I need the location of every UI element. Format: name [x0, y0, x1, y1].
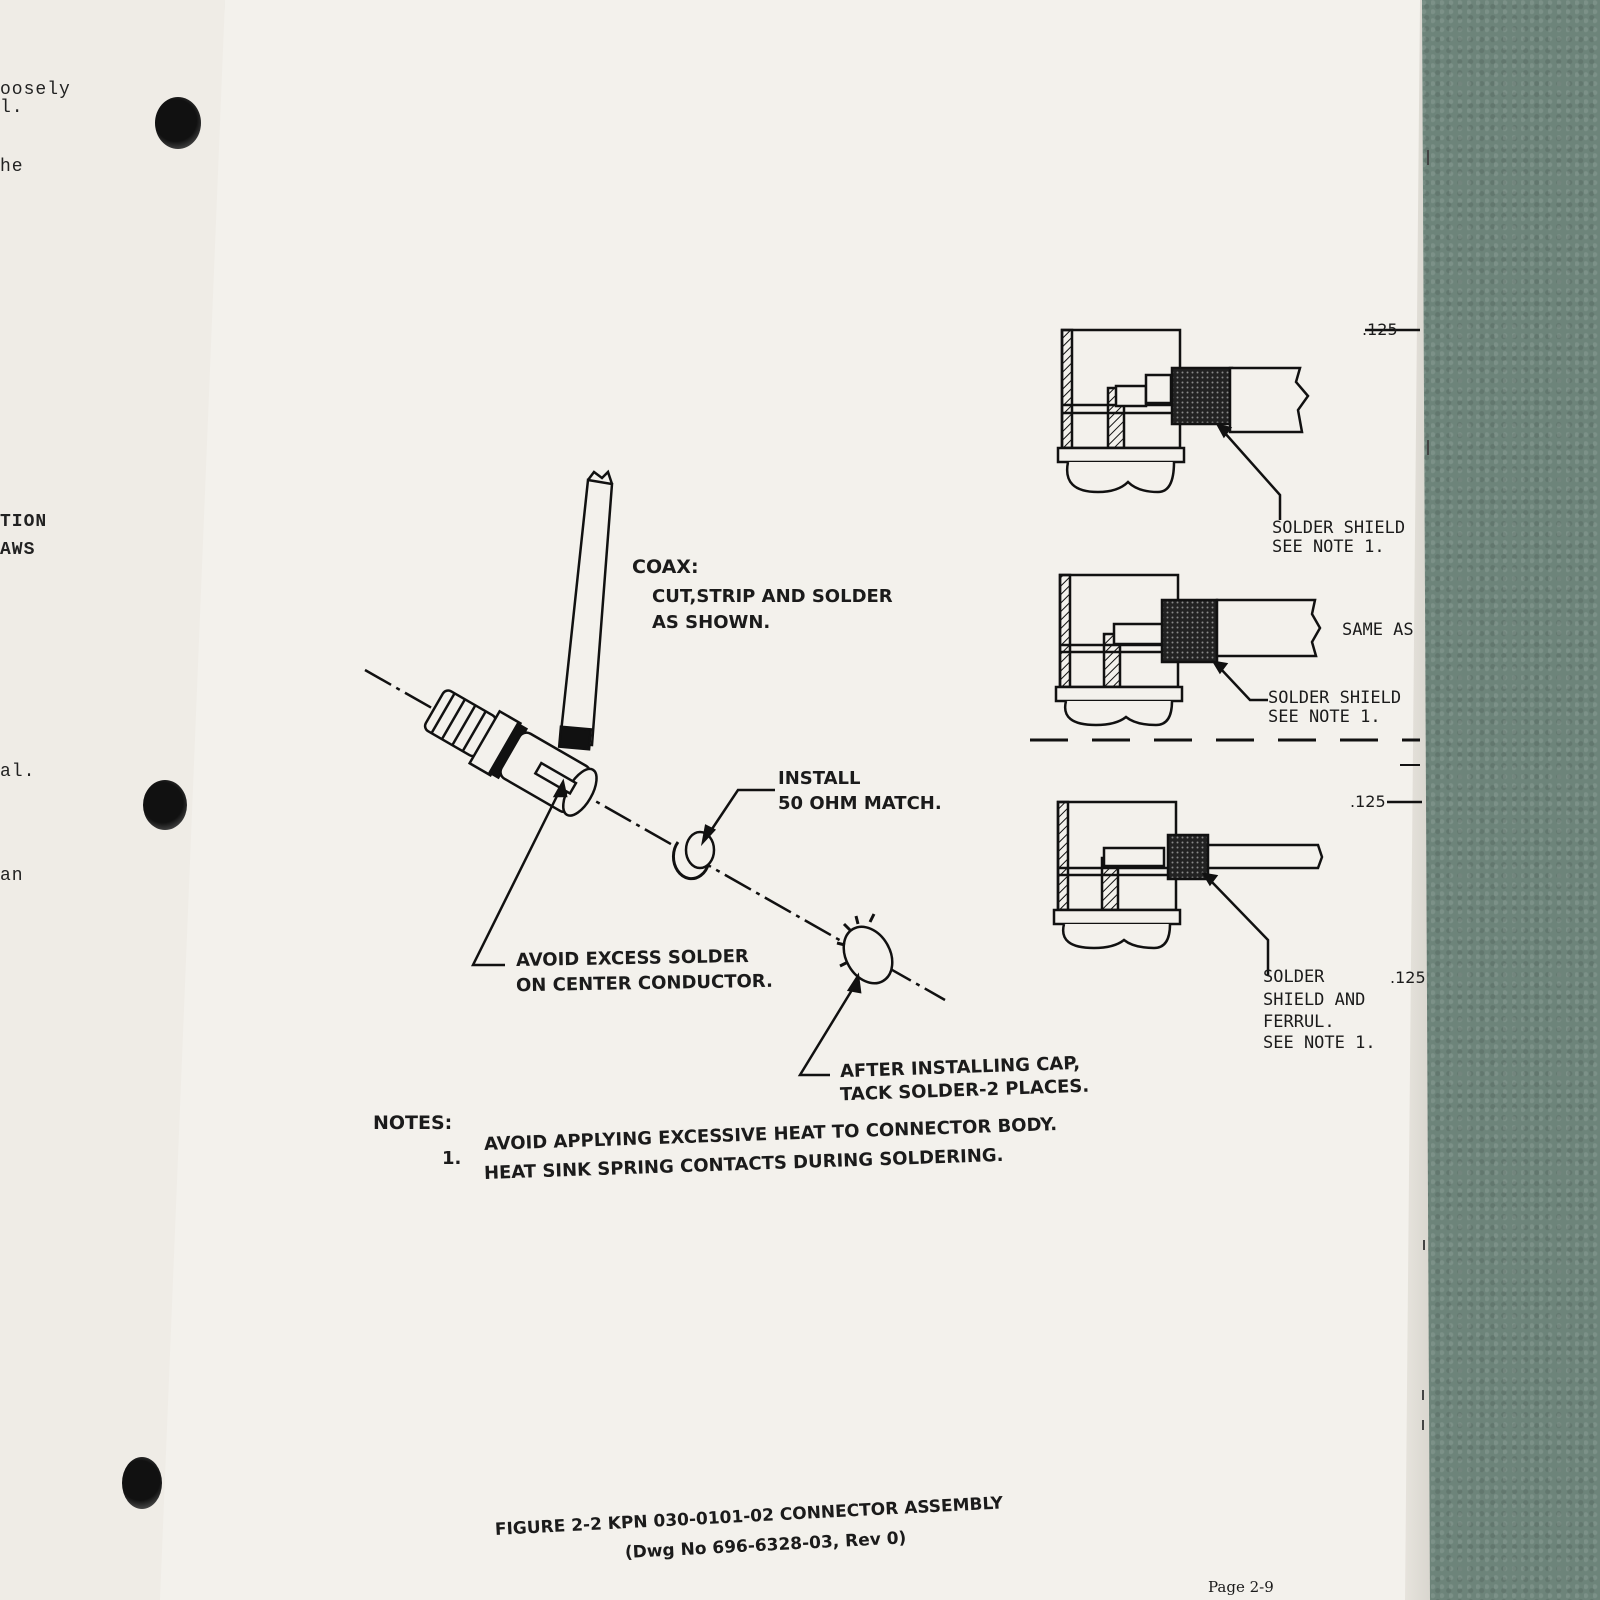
detail-view-middle: [1054, 573, 1322, 727]
dimension-label: .125: [1350, 792, 1386, 811]
install-label-line: 50 OHM MATCH.: [778, 793, 942, 814]
note-number: 1.: [442, 1148, 462, 1169]
install-label-line: INSTALL: [778, 768, 861, 789]
left-text-fragment: TION: [0, 512, 48, 532]
same-as-label: SAME AS: [1342, 620, 1414, 640]
binder-hole: [122, 1457, 162, 1509]
detail-view-bottom: [1052, 800, 1422, 975]
detail-note-line: SEE NOTE 1.: [1272, 537, 1385, 557]
detail-note-line: SOLDER SHIELD: [1272, 518, 1406, 538]
coax-instruction-line: AS SHOWN.: [652, 612, 771, 633]
left-text-fragment: an: [0, 866, 24, 886]
left-text-fragment: l.: [0, 98, 24, 118]
left-text-fragment: he: [0, 157, 24, 177]
coax-title-label: COAX:: [632, 556, 699, 578]
detail-view-top: [1056, 328, 1420, 520]
main-connector-exploded-view: [364, 469, 946, 1077]
left-text-fragment: al.: [0, 762, 36, 782]
left-text-fragment: oosely: [0, 80, 71, 100]
detail-note-line: SOLDER: [1263, 967, 1325, 987]
dimension-label: .125: [1362, 320, 1398, 339]
detail-note-line: SHIELD AND: [1263, 990, 1366, 1010]
detail-note-line: SEE NOTE 1.: [1268, 707, 1381, 727]
dimension-label: .125: [1390, 968, 1426, 987]
page-edge-ticks: [1422, 150, 1429, 1430]
avoid-solder-label-line: AVOID EXCESS SOLDER: [515, 945, 749, 972]
detail-note-line: FERRUL.: [1263, 1012, 1335, 1032]
notes-heading: NOTES:: [373, 1112, 453, 1134]
detail-note-line: SEE NOTE 1.: [1263, 1033, 1376, 1053]
avoid-solder-label-line: ON CENTER CONDUCTOR.: [515, 970, 774, 997]
coax-instruction-line: CUT,STRIP AND SOLDER: [652, 586, 893, 607]
left-text-fragment: AWS: [0, 540, 36, 560]
binder-hole: [155, 97, 201, 149]
right-page: [160, 0, 1420, 1600]
page-number: Page 2-9: [1208, 1578, 1274, 1596]
binder-hole: [143, 780, 187, 830]
detail-note-line: SOLDER SHIELD: [1268, 688, 1402, 708]
